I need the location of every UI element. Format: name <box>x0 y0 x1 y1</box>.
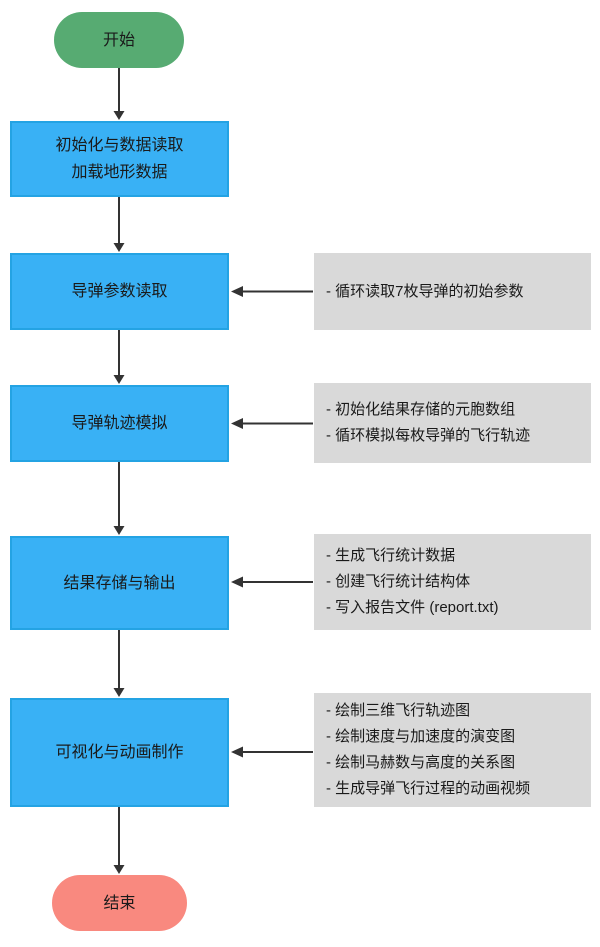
arrow-start-to-init <box>113 68 125 120</box>
arrow-annotation-read-params <box>231 286 313 297</box>
annotation-simulate: - 初始化结果存储的元胞数组 - 循环模拟每枚导弹的飞行轨迹 <box>314 383 591 463</box>
process-node-simulate-trajectory: 导弹轨迹模拟 <box>10 385 229 462</box>
process-node-store-output: 结果存储与输出 <box>10 536 229 630</box>
annotation-line: - 绘制三维飞行轨迹图 <box>326 702 471 719</box>
annotation-line: - 初始化结果存储的元胞数组 <box>326 401 516 418</box>
process-node-visualization-animation: 可视化与动画制作 <box>10 698 229 807</box>
annotation-line: - 循环模拟每枚导弹的飞行轨迹 <box>326 427 531 444</box>
arrow-read-params-to-simulate <box>113 330 125 384</box>
arrow-annotation-visualize <box>231 746 313 758</box>
arrow-annotation-simulate <box>231 418 313 429</box>
arrow-init-to-read-params <box>113 197 125 252</box>
annotation-read-params: - 循环读取7枚导弹的初始参数 <box>314 253 591 330</box>
process-node-read-params: 导弹参数读取 <box>10 253 229 330</box>
end-node: 结束 <box>52 875 187 931</box>
annotation-line: - 创建飞行统计结构体 <box>326 573 471 590</box>
annotation-line: - 绘制马赫数与高度的关系图 <box>326 754 516 771</box>
process-label-line: 可视化与动画制作 <box>55 744 184 761</box>
annotation-line: - 循环读取7枚导弹的初始参数 <box>326 282 524 300</box>
arrow-simulate-to-store <box>113 462 125 535</box>
process-label-line: 导弹轨迹模拟 <box>71 415 168 432</box>
arrow-store-to-visualize <box>113 630 125 697</box>
annotation-line: - 绘制速度与加速度的演变图 <box>326 728 516 745</box>
annotation-line: - 生成导弹飞行过程的动画视频 <box>326 780 531 797</box>
arrow-visualize-to-end <box>113 807 125 874</box>
process-label-line: 加载地形数据 <box>71 164 168 181</box>
annotation-line: - 写入报告文件 (report.txt) <box>326 599 499 616</box>
process-label-line: 初始化与数据读取 <box>55 137 184 154</box>
annotation-visualization: - 绘制三维飞行轨迹图 - 绘制速度与加速度的演变图 - 绘制马赫数与高度的关系… <box>314 693 591 807</box>
start-node: 开始 <box>54 12 184 68</box>
process-label-line: 导弹参数读取 <box>71 283 168 300</box>
annotation-line: - 生成飞行统计数据 <box>326 547 456 564</box>
annotation-store-output: - 生成飞行统计数据 - 创建飞行统计结构体 - 写入报告文件 (report.… <box>314 534 591 630</box>
process-node-init-data: 初始化与数据读取 加载地形数据 <box>10 121 229 197</box>
process-label-line: 结果存储与输出 <box>63 574 176 592</box>
arrow-annotation-store <box>231 576 313 588</box>
